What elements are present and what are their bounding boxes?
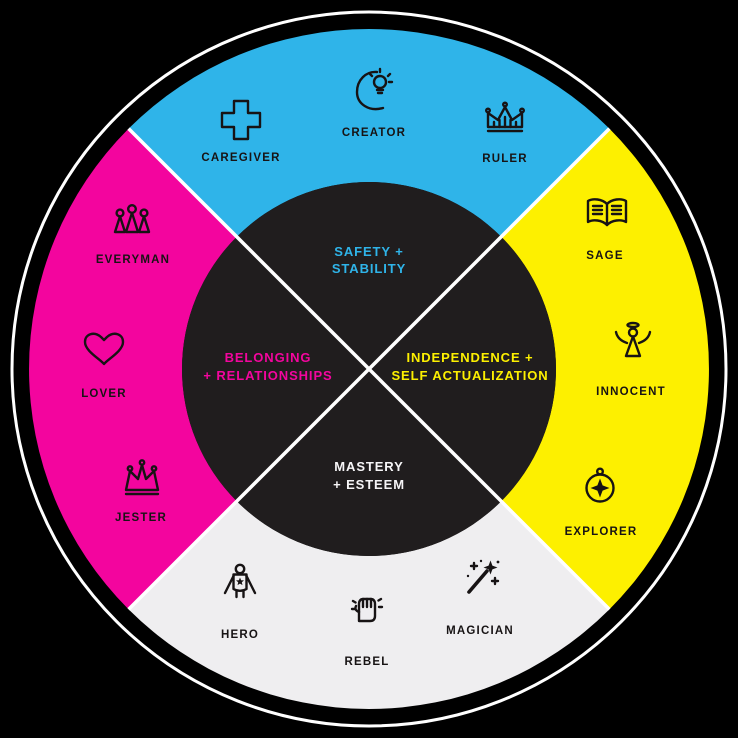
jester-icon	[124, 459, 160, 496]
sage-label: SAGE	[586, 250, 623, 262]
quadrant-independence-sector	[501, 128, 709, 610]
jester-label: JESTER	[115, 512, 167, 524]
divider-line-sw-ne	[127, 127, 611, 611]
ruler-label: RULER	[482, 153, 528, 165]
need-safety-line1: SAFETY +	[334, 244, 403, 259]
hero-icon	[223, 563, 257, 599]
everyman-label: EVERYMAN	[96, 254, 170, 266]
quadrant-mastery-sector	[128, 501, 610, 709]
sage-icon	[586, 198, 628, 227]
need-independence-line1: INDEPENDENCE +	[406, 350, 533, 365]
lover-icon	[83, 332, 125, 366]
quadrant-belonging-sector	[29, 128, 237, 610]
innocent-icon	[614, 321, 652, 358]
creator-label: CREATOR	[342, 127, 406, 139]
everyman-icon	[113, 203, 151, 234]
explorer-icon	[585, 467, 615, 503]
creator-icon	[355, 67, 394, 111]
explorer-label: EXPLORER	[565, 526, 638, 538]
need-safety-line2: STABILITY	[332, 261, 406, 276]
need-independence-line2: SELF ACTUALIZATION	[391, 368, 548, 383]
caregiver-icon	[220, 99, 262, 141]
magician-icon	[466, 559, 500, 594]
need-belonging-line1: BELONGING	[225, 350, 312, 365]
rebel-icon	[350, 597, 384, 623]
caregiver-label: CAREGIVER	[201, 152, 280, 164]
rebel-label: REBEL	[345, 656, 390, 668]
lover-label: LOVER	[81, 388, 127, 400]
need-belonging-line2: + RELATIONSHIPS	[203, 368, 332, 383]
outer-ring	[10, 10, 728, 728]
need-mastery-line2: + ESTEEM	[333, 477, 405, 492]
innocent-label: INNOCENT	[596, 386, 666, 398]
magician-label: MAGICIAN	[446, 625, 514, 637]
hero-label: HERO	[221, 629, 259, 641]
ruler-icon	[485, 101, 525, 133]
need-mastery-line1: MASTERY	[334, 459, 403, 474]
quadrant-safety-sector	[128, 29, 610, 237]
